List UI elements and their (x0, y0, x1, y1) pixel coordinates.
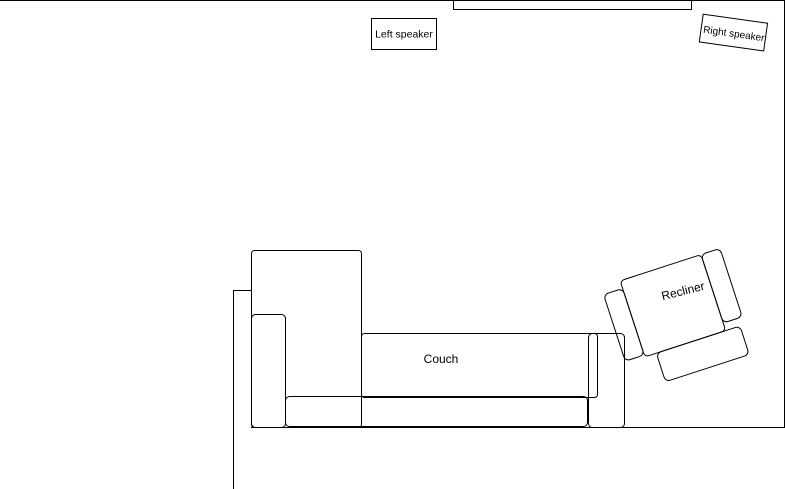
room-wall (0, 0, 785, 428)
left-speaker (371, 18, 437, 50)
couch-chaise-back (251, 250, 362, 428)
left-speaker-label: Left speaker (375, 29, 433, 41)
couch-right-arm (588, 333, 625, 428)
couch (251, 250, 625, 428)
recliner (604, 249, 749, 381)
right-speaker (698, 13, 769, 52)
couch-left-arm (251, 314, 286, 428)
couch-label: Couch (424, 352, 459, 366)
recliner-right-arm (701, 249, 742, 323)
recliner-seat (620, 255, 726, 357)
right-speaker-label: Right speaker (702, 25, 765, 45)
recliner-footrest (657, 326, 749, 381)
couch-seat (285, 396, 588, 427)
tv-cabinet (453, 0, 692, 10)
couch-back (361, 333, 598, 398)
recliner-left-arm (604, 289, 644, 361)
wall-stub (233, 290, 251, 489)
recliner-label: Recliner (660, 279, 706, 303)
